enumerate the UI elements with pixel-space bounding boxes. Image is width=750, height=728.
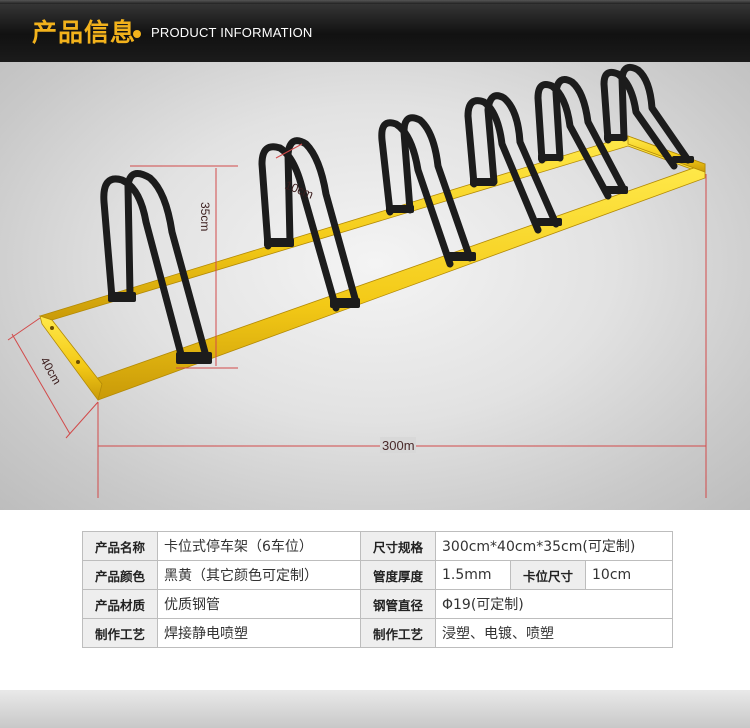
- table-row: 产品颜色 黑黄（其它颜色可定制） 管度厚度 1.5mm 卡位尺寸 10cm: [82, 560, 673, 590]
- spec-table: 产品名称 卡位式停车架（6车位） 尺寸规格 300cm*40cm*35cm(可定…: [82, 531, 673, 648]
- width-dimension-label: 40cm: [37, 355, 64, 387]
- spec-key: 产品名称: [82, 531, 158, 561]
- spec-value: Φ19(可定制): [435, 589, 673, 619]
- spec-value: 卡位式停车架（6车位）: [157, 531, 361, 561]
- height-dimension-label: 35cm: [198, 202, 212, 231]
- spec-key: 产品材质: [82, 589, 158, 619]
- mount-plates: [108, 134, 694, 364]
- bullet-dot-icon: [133, 30, 141, 38]
- spec-key: 制作工艺: [360, 618, 436, 648]
- spec-value: 黑黄（其它颜色可定制）: [157, 560, 361, 590]
- tube-hoops: [100, 63, 692, 362]
- spec-key: 卡位尺寸: [510, 560, 586, 590]
- section-subtitle: PRODUCT INFORMATION: [151, 25, 313, 40]
- header-bar: 产品信息 PRODUCT INFORMATION: [0, 0, 750, 62]
- spec-value: 优质钢管: [157, 589, 361, 619]
- bottom-divider-strip: [0, 690, 750, 728]
- spec-value: 焊接静电喷塑: [157, 618, 361, 648]
- spec-value: 浸塑、电镀、喷塑: [435, 618, 673, 648]
- table-row: 产品材质 优质钢管 钢管直径 Φ19(可定制): [82, 589, 673, 619]
- section-title: 产品信息: [32, 18, 137, 47]
- spec-key: 制作工艺: [82, 618, 158, 648]
- spec-value: 10cm: [585, 560, 673, 590]
- spec-value: 1.5mm: [435, 560, 511, 590]
- length-dimension-label: 300m: [382, 438, 415, 453]
- spec-value: 300cm*40cm*35cm(可定制): [435, 531, 673, 561]
- header-top-line: [0, 0, 750, 4]
- product-photo: 35cm 10cm 40cm 300m: [0, 62, 750, 510]
- bike-rack-illustration: 35cm 10cm 40cm 300m: [7, 63, 707, 498]
- spec-key: 管度厚度: [360, 560, 436, 590]
- spec-key: 钢管直径: [360, 589, 436, 619]
- table-row: 产品名称 卡位式停车架（6车位） 尺寸规格 300cm*40cm*35cm(可定…: [82, 531, 673, 561]
- length-label-bg: [380, 437, 416, 453]
- table-row: 制作工艺 焊接静电喷塑 制作工艺 浸塑、电镀、喷塑: [82, 618, 673, 648]
- spec-key: 产品颜色: [82, 560, 158, 590]
- spec-key: 尺寸规格: [360, 531, 436, 561]
- dimension-lines: [7, 143, 707, 498]
